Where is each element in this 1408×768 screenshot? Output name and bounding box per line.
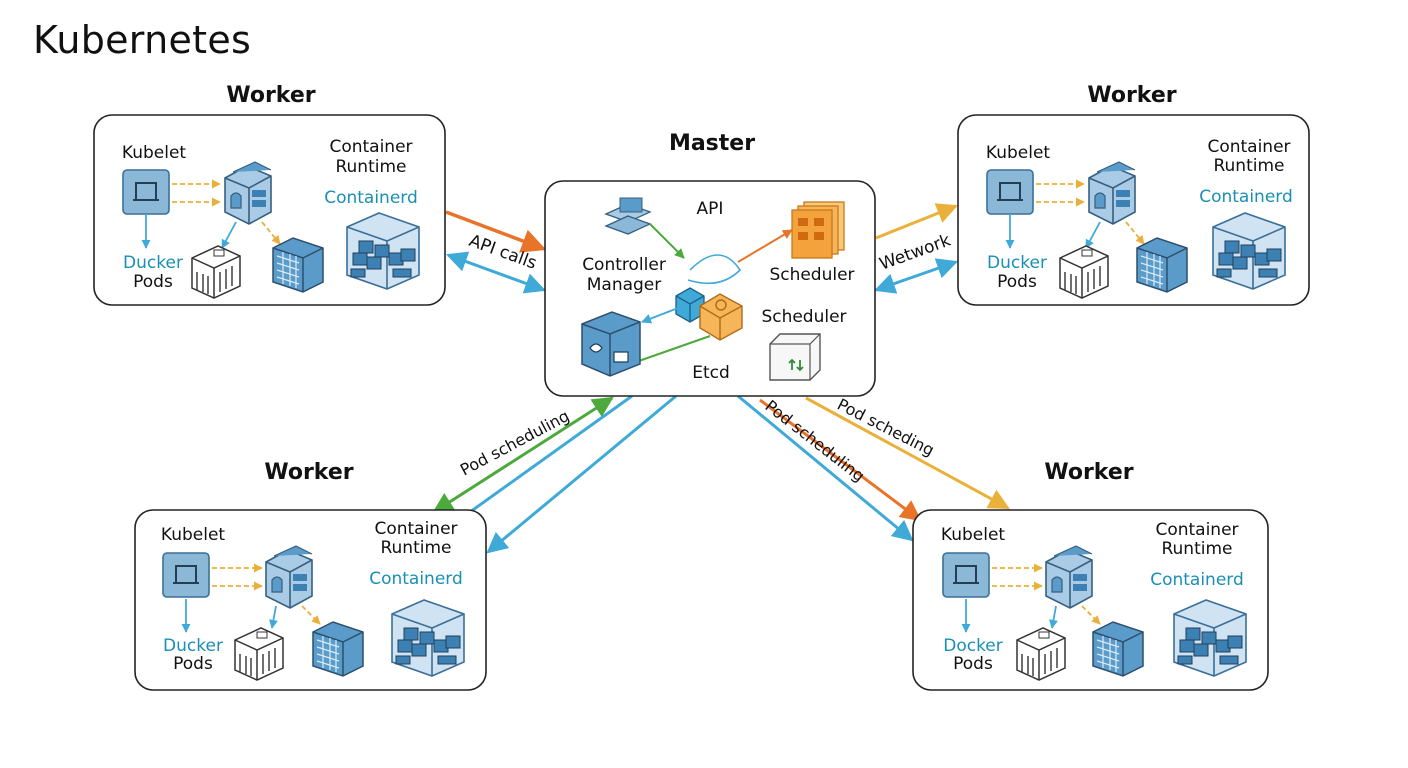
worker-3-docker: Ducker <box>163 636 223 656</box>
worker-3-runtime-line1: Container <box>374 519 457 539</box>
scheduler-label-2: Scheduler <box>761 307 846 327</box>
worker-node-1: Worker Kubelet Ducker Pods Container Run… <box>93 83 446 306</box>
worker-4-title: Worker <box>1044 460 1133 485</box>
worker-1-runtime-line2: Runtime <box>335 157 406 177</box>
worker-2-containerd-icon <box>1212 212 1286 290</box>
worker-4-pods: Pods <box>953 654 993 674</box>
worker-1-containerd-icon <box>346 212 420 290</box>
edge-master-w3-blue1 <box>469 394 633 514</box>
worker-node-4: Worker Kubelet Docker Pods Container Run… <box>912 460 1269 691</box>
worker-2-pods: Pods <box>997 272 1037 292</box>
scheduler-icon <box>791 201 845 259</box>
worker-4-containerd: Containerd <box>1150 570 1244 590</box>
worker-3-kubelet: Kubelet <box>161 525 226 545</box>
page-title: Kubernetes <box>33 18 252 62</box>
worker-4-runtime-line1: Container <box>1155 520 1238 540</box>
worker-3-kubelet-icon <box>162 552 210 598</box>
worker-1-kubelet-icon <box>122 169 170 215</box>
worker-1-runtime-line1: Container <box>329 137 412 157</box>
etcd-cube-icon <box>699 293 743 341</box>
edge-master-w2-blue <box>874 258 958 294</box>
edge-master-w2-yellow <box>875 203 958 240</box>
edge-master-w3-blue2 <box>486 394 677 554</box>
edge-label-api-calls: API calls <box>466 231 539 274</box>
controller-manager-line2: Manager <box>587 275 662 295</box>
worker-2-runtime-line1: Container <box>1207 137 1290 157</box>
etcd-label: Etcd <box>692 363 730 383</box>
worker-3-containerd-icon <box>391 599 465 677</box>
worker-2-kubelet-icon <box>986 169 1034 215</box>
worker-3-containerd: Containerd <box>369 569 463 589</box>
edge-w1-master-orange <box>445 210 547 253</box>
worker-1-containerd: Containerd <box>324 188 418 208</box>
worker-3-runtime-line2: Runtime <box>380 538 451 558</box>
worker-1-title: Worker <box>226 83 315 108</box>
worker-3-title: Worker <box>264 460 353 485</box>
worker-1-rack-icon <box>272 237 324 293</box>
api-server-icon <box>604 197 652 235</box>
worker-4-kubelet-icon <box>942 552 990 598</box>
worker-node-2: Worker Kubelet Ducker Pods Container Run… <box>957 83 1310 306</box>
edge-label-pod-scheduling-right-2: Pod scheding <box>834 395 937 460</box>
controller-icon <box>581 311 641 377</box>
worker-3-pods: Pods <box>173 654 213 674</box>
worker-1-docker: Ducker <box>123 253 183 273</box>
worker-2-runtime-line2: Runtime <box>1213 156 1284 176</box>
worker-4-rack-icon <box>1092 621 1144 677</box>
worker-4-runtime-line2: Runtime <box>1161 539 1232 559</box>
worker-2-docker: Ducker <box>987 253 1047 273</box>
worker-2-kubelet: Kubelet <box>986 143 1051 163</box>
worker-node-3: Worker Kubelet Ducker Pods Container Run… <box>134 460 487 691</box>
worker-2-rack-icon <box>1136 237 1188 293</box>
worker-2-title: Worker <box>1087 83 1176 108</box>
edge-w1-master-blue <box>446 251 546 294</box>
edge-master-w3-green <box>432 396 614 514</box>
controller-manager-line1: Controller <box>582 255 666 275</box>
edge-master-w4-orange <box>759 398 922 522</box>
master-title: Master <box>669 131 755 156</box>
worker-1-kubelet: Kubelet <box>122 143 187 163</box>
scheduler-label-1: Scheduler <box>769 265 854 285</box>
master-api-label: API <box>697 199 724 219</box>
worker-3-rack-icon <box>312 621 364 677</box>
worker-2-containerd: Containerd <box>1199 187 1293 207</box>
worker-4-containerd-icon <box>1173 599 1247 677</box>
etcd-storage-icon <box>769 333 821 381</box>
worker-1-pods: Pods <box>133 272 173 292</box>
worker-4-kubelet: Kubelet <box>941 525 1006 545</box>
edge-master-w4-yellow <box>805 396 1010 510</box>
edge-label-pod-scheduling-left: Pod scheduling <box>457 406 573 479</box>
worker-4-docker: Docker <box>943 636 1003 656</box>
edge-master-w4-blue <box>737 394 914 542</box>
